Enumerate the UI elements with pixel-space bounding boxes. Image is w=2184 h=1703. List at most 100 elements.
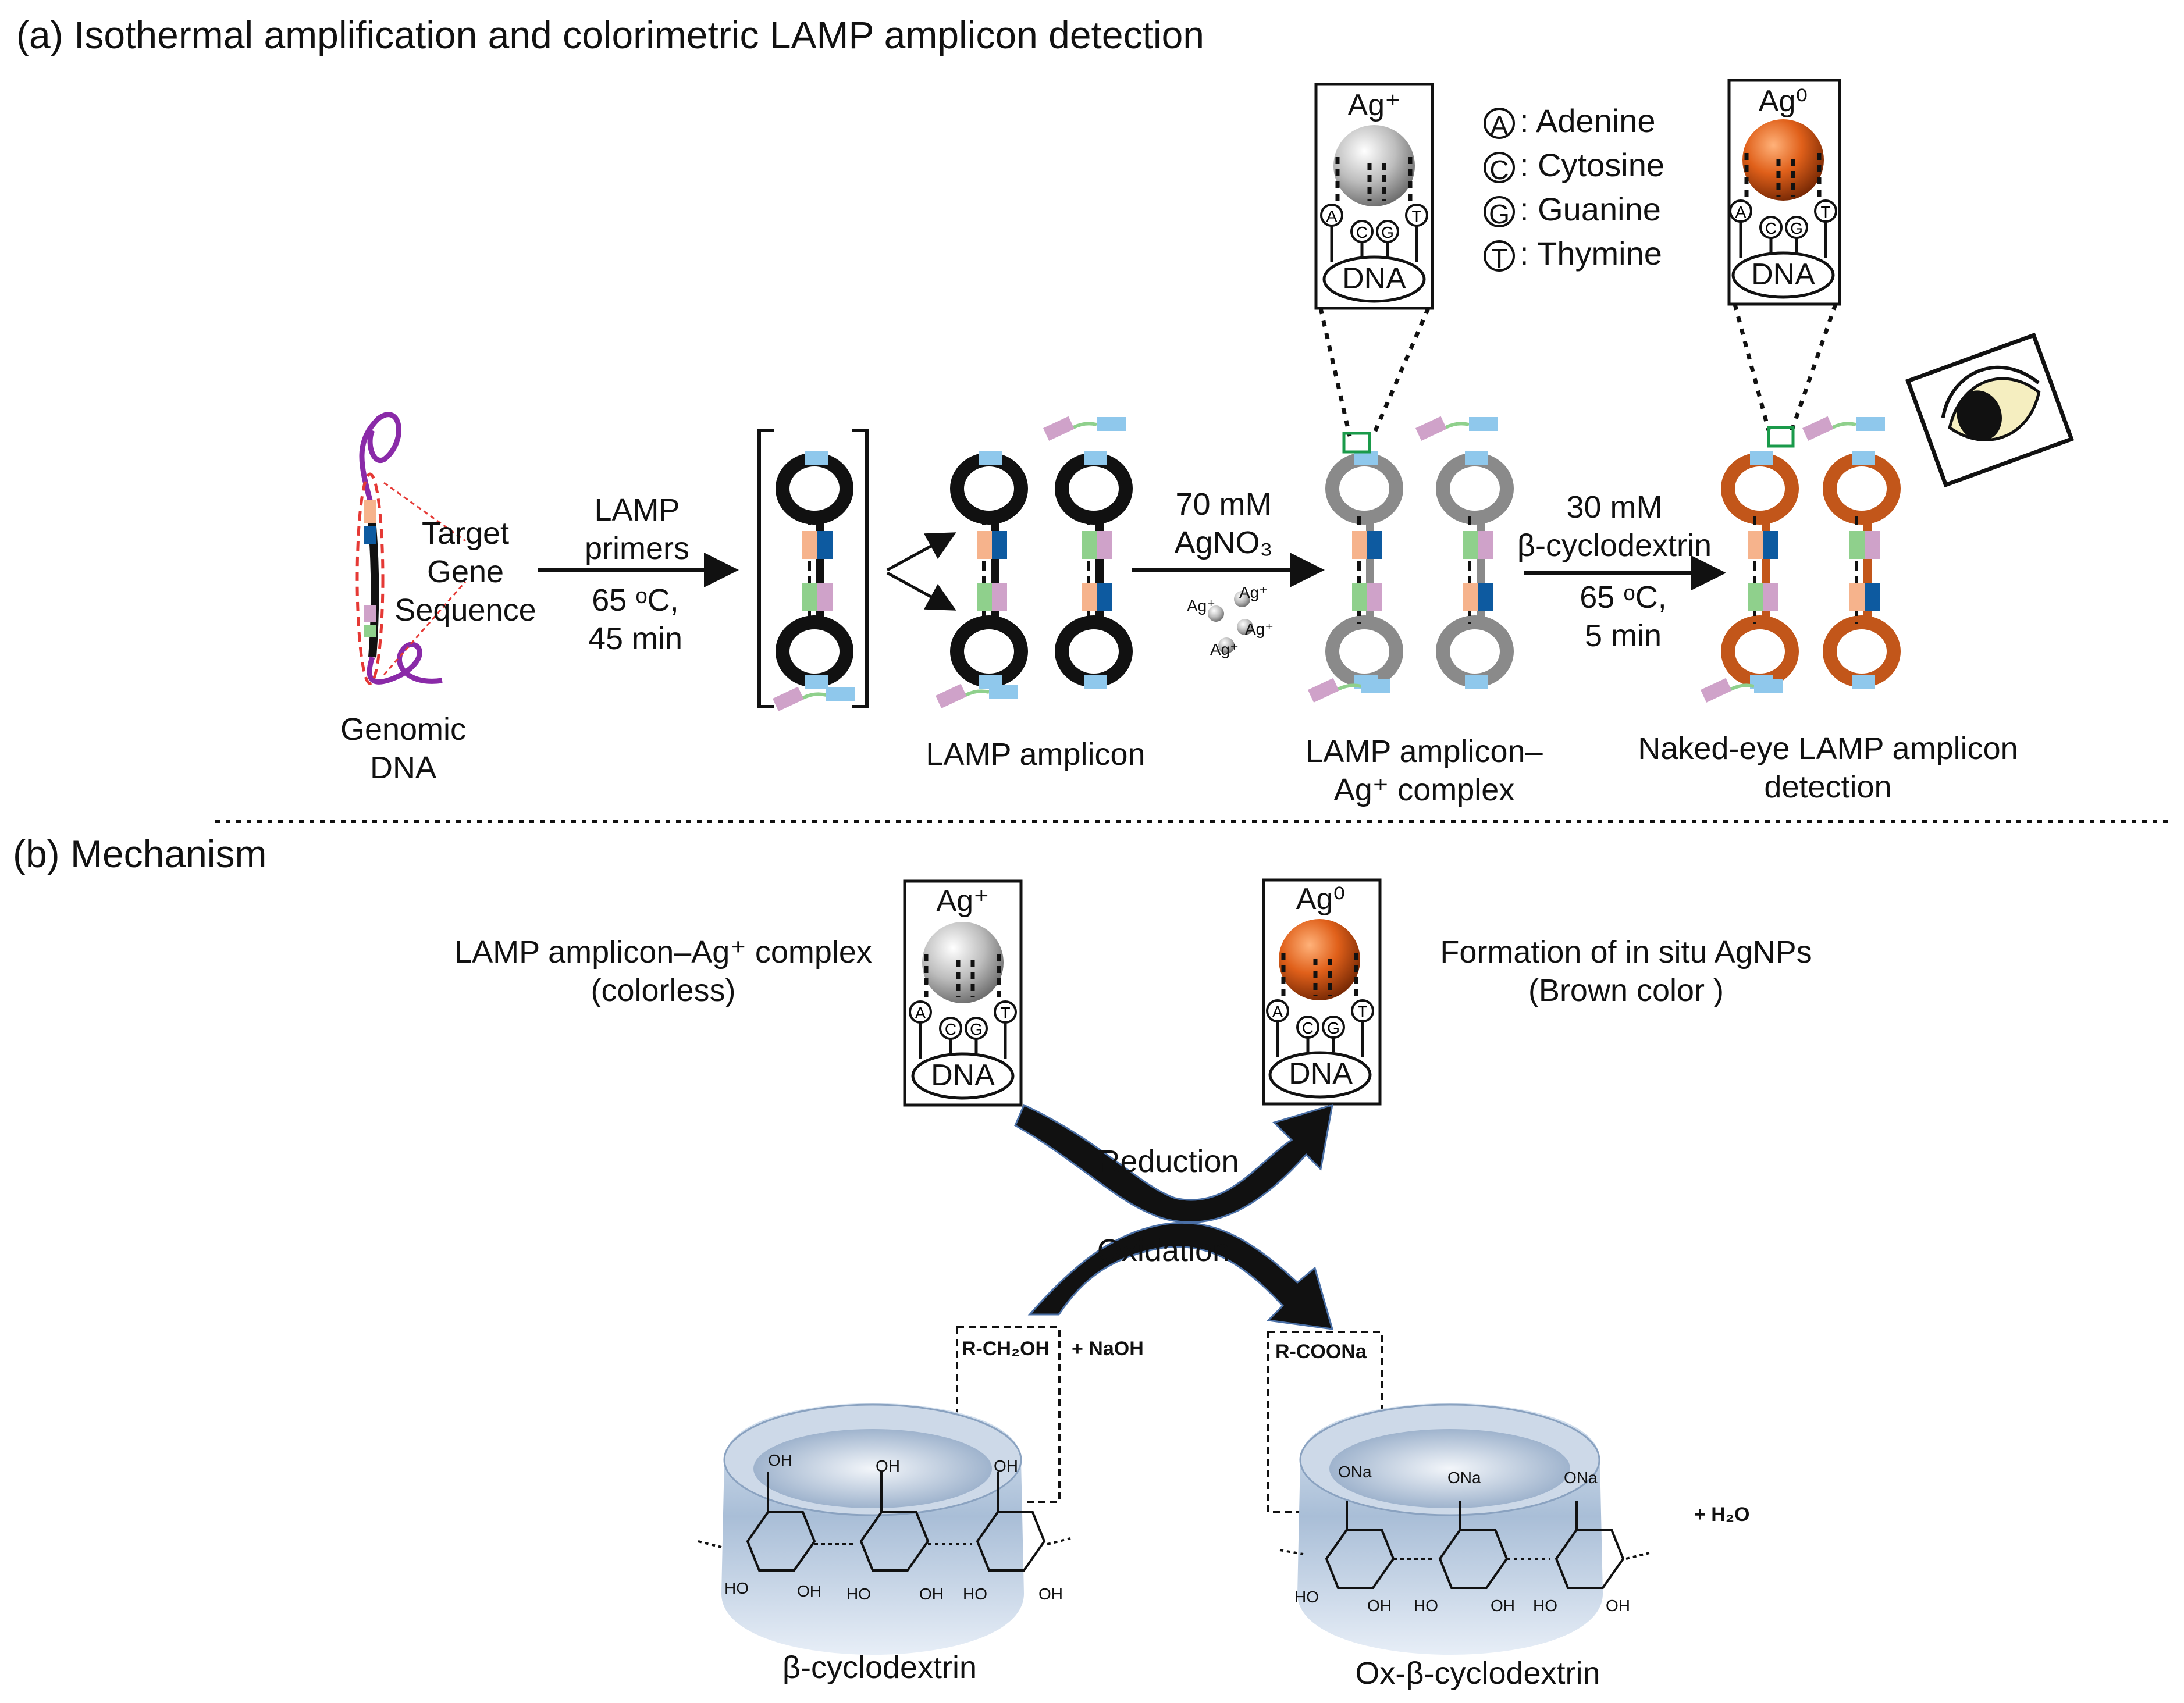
- inset-a-left-ion: Ag⁺: [1347, 88, 1401, 122]
- target-gene-line2: Gene: [426, 554, 504, 589]
- reagent-right-label: R-COONa: [1275, 1341, 1367, 1363]
- ona-label-1: ONa: [1338, 1463, 1372, 1481]
- glucose-rings-right: [1279, 1501, 1650, 1589]
- complex-tail-2: [1415, 416, 1498, 441]
- legend-cytosine-text: : Cytosine: [1520, 147, 1664, 183]
- step3-below-label: 65 ᵒC, 5 min: [1580, 579, 1666, 655]
- mechanism-left-line2: (colorless): [591, 972, 736, 1008]
- ag-ion-label-1: Ag⁺: [1187, 597, 1216, 615]
- ona-label-2: ONa: [1447, 1469, 1481, 1487]
- lamp-amplicon-dumbbell-2: [1055, 451, 1133, 689]
- bracket-dumbbell: [757, 429, 869, 708]
- silver-ions: [1208, 591, 1253, 654]
- cytosine-badge: C: [1484, 152, 1515, 185]
- plus-h2o-label: + H₂O: [1694, 1504, 1750, 1526]
- lamp-amplicon-tail-1: [936, 683, 1018, 708]
- ho-label-6: HO: [1533, 1597, 1557, 1615]
- target-gene-line1: Target: [421, 516, 510, 551]
- oh-label-8: OH: [1491, 1597, 1515, 1615]
- glucose-rings-left: [698, 1472, 1071, 1572]
- oh-label-7: OH: [1367, 1597, 1392, 1615]
- bracket-tail: [773, 686, 855, 711]
- step3-time: 5 min: [1584, 618, 1662, 653]
- genomic-dna-line2: DNA: [369, 750, 436, 785]
- panel-b-title: (b) Mechanism: [13, 832, 267, 875]
- mechanism-right-line1: Formation of in situ AgNPs: [1440, 935, 1812, 970]
- legend-thymine-text: : Thymine: [1520, 235, 1662, 272]
- step1-line1: LAMP: [594, 493, 680, 528]
- step3-line1: 30 mM: [1566, 490, 1663, 525]
- inset-box-complex: [1314, 83, 1434, 454]
- oxidation-arrow: [1027, 1221, 1334, 1330]
- step1-temp: 65 ᵒC,: [592, 583, 679, 618]
- oh-label-9: OH: [1606, 1597, 1630, 1615]
- legend-adenine: A: Adenine: [1484, 99, 1664, 143]
- genomic-dna-strand: [355, 412, 467, 685]
- ag-ion-label-2: Ag⁺: [1239, 583, 1268, 601]
- mechanism-inset-left: [903, 879, 1023, 1107]
- complex-line1: LAMP amplicon–: [1306, 734, 1543, 769]
- mechanism-inset-right: [1262, 878, 1382, 1106]
- thymine-badge: T: [1484, 240, 1515, 273]
- step3-above-label: 30 mM β-cyclodextrin: [1517, 489, 1712, 565]
- detection-label: Naked-eye LAMP amplicon detection: [1638, 730, 2018, 807]
- step2-line1: 70 mM: [1175, 487, 1272, 522]
- oh-label-2: OH: [876, 1457, 900, 1475]
- agnp-dumbbell-2: [1823, 451, 1901, 689]
- oh-label-3: OH: [994, 1457, 1018, 1475]
- oh-label-1: OH: [768, 1451, 792, 1469]
- complex-dumbbell-1: [1325, 451, 1403, 689]
- lamp-amplicon-tail-2: [1043, 416, 1126, 441]
- inset-box-agnp: [1727, 79, 1841, 448]
- mechanism-right-label: Formation of in situ AgNPs (Brown color …: [1440, 934, 1812, 1010]
- inset-a-right-dna: DNA: [1751, 258, 1815, 291]
- legend-guanine-text: : Guanine: [1520, 191, 1661, 227]
- ho-label-4: HO: [1294, 1588, 1319, 1606]
- adenine-badge: A: [1484, 108, 1515, 141]
- bracket-dumbbell-structure: [776, 451, 853, 689]
- complex-line2: Ag⁺ complex: [1333, 772, 1515, 807]
- complex-dumbbell-2: [1436, 451, 1514, 689]
- step1-time: 45 min: [588, 621, 683, 656]
- complex-label: LAMP amplicon– Ag⁺ complex: [1306, 733, 1542, 810]
- inset-b-left-ion: Ag⁺: [936, 884, 990, 918]
- legend-adenine-text: : Adenine: [1520, 102, 1656, 139]
- step1-below-label: 65 ᵒC, 45 min: [588, 582, 682, 658]
- inset-b-left-dna: DNA: [931, 1059, 995, 1092]
- ho-label-1: HO: [724, 1579, 749, 1597]
- target-gene-label: Target Gene Sequence: [394, 515, 536, 630]
- inset-a-left-dna: DNA: [1342, 262, 1406, 295]
- ona-label-3: ONa: [1564, 1469, 1598, 1487]
- split-arrow-up: [886, 532, 956, 572]
- agnp-tail-2: [1802, 416, 1885, 441]
- complex-tail-1: [1308, 678, 1390, 703]
- mechanism-right-line2: (Brown color ): [1528, 972, 1724, 1008]
- inset-a-right-ion: Ag⁰: [1758, 84, 1808, 118]
- step2-line2: AgNO₃: [1174, 525, 1273, 560]
- base-legend: A: Adenine C: Cytosine G: Guanine T: Thy…: [1484, 99, 1664, 276]
- beta-cyclodextrin-torus: [721, 1403, 1024, 1655]
- oh-label-5: OH: [919, 1585, 944, 1603]
- step3-line2: β-cyclodextrin: [1517, 528, 1712, 563]
- detection-line1: Naked-eye LAMP amplicon: [1638, 731, 2018, 766]
- ho-label-2: HO: [846, 1585, 871, 1603]
- ho-label-5: HO: [1414, 1597, 1438, 1615]
- dumbbell-group: [773, 416, 1901, 711]
- oh-label-4: OH: [797, 1582, 821, 1600]
- beta-cyclodextrin-label: β-cyclodextrin: [782, 1650, 977, 1685]
- genomic-dna-label: Genomic DNA: [340, 711, 466, 788]
- step2-above-label: 70 mM AgNO₃: [1174, 486, 1272, 562]
- inset-b-right-dna: DNA: [1289, 1057, 1353, 1091]
- ag-ion-label-3: Ag⁺: [1245, 620, 1274, 638]
- plus-naoh-label: + NaOH: [1072, 1338, 1144, 1360]
- mechanism-left-label: LAMP amplicon–Ag⁺ complex (colorless): [454, 934, 872, 1010]
- legend-thymine: T: Thymine: [1484, 231, 1664, 276]
- agnp-tail-1: [1701, 678, 1783, 703]
- reduction-label: Reduction: [1097, 1144, 1239, 1179]
- legend-cytosine: C: Cytosine: [1484, 143, 1664, 187]
- ox-beta-cyclodextrin-torus: [1297, 1403, 1603, 1655]
- step1-line2: primers: [584, 530, 690, 566]
- genomic-dna-line1: Genomic: [340, 712, 467, 747]
- guanine-badge: G: [1484, 196, 1515, 229]
